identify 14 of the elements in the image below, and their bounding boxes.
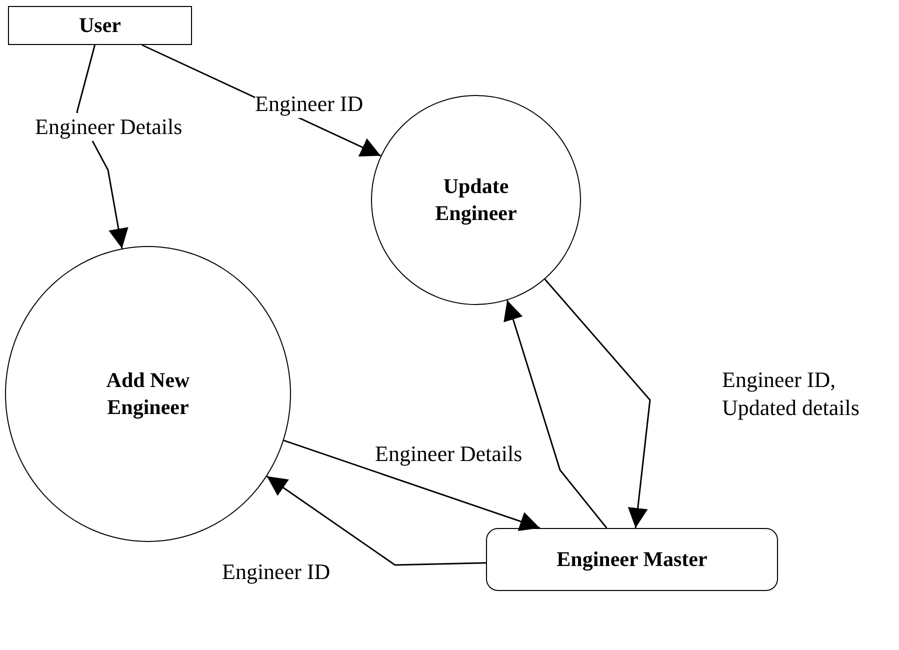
node-label: Add New Engineer	[105, 366, 191, 421]
process-circle	[5, 246, 291, 542]
arrow	[504, 300, 608, 528]
data-store-box	[486, 528, 778, 591]
arrow	[266, 476, 486, 566]
arrow	[284, 440, 540, 531]
edge-label: Engineer Details	[35, 113, 182, 140]
entity-box	[8, 6, 192, 45]
node-label: Update Engineer	[434, 172, 518, 227]
process-circle	[371, 95, 581, 305]
node-label: Engineer Master	[556, 546, 708, 573]
arrow	[544, 278, 651, 528]
node-label: User	[79, 12, 121, 39]
edge-label: Engineer ID, Updated details	[722, 366, 860, 421]
